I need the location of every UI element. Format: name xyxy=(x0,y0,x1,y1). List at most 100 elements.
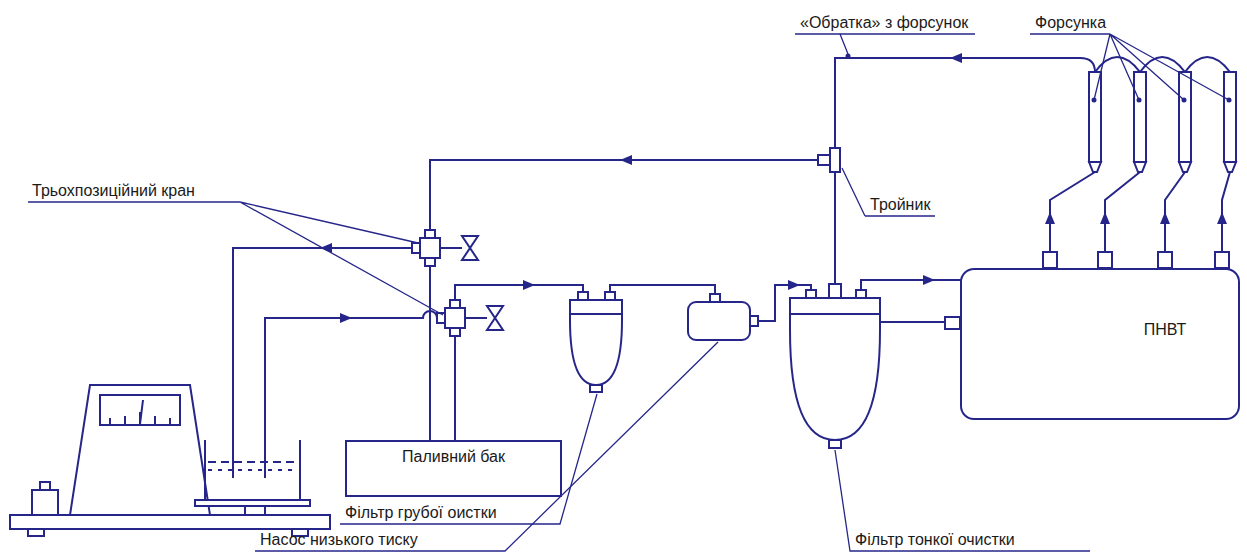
three-way-valve xyxy=(412,230,503,336)
node-text: ПНВТ xyxy=(1144,320,1186,339)
coarse-filter xyxy=(578,292,588,300)
pump-fitting xyxy=(1098,252,1112,268)
callout-label: Форсунка xyxy=(1035,13,1106,32)
injector xyxy=(1134,162,1146,172)
injection-pump: ПНВТ xyxy=(960,268,1240,420)
fuel-pipe xyxy=(455,285,583,308)
flow-arrow xyxy=(1217,212,1227,224)
three-way-valve xyxy=(450,328,460,336)
injector xyxy=(1179,162,1191,172)
leader-dot xyxy=(1227,98,1232,103)
fine-filter xyxy=(790,298,880,440)
flow-arrow xyxy=(1160,212,1170,224)
measuring-beaker xyxy=(205,440,300,500)
weighing-scale xyxy=(40,482,50,490)
three-way-valve xyxy=(465,317,487,319)
low-pressure-pump xyxy=(710,294,720,302)
fine-filter xyxy=(829,284,841,298)
weighing-scale xyxy=(28,529,44,536)
fuel-pipe xyxy=(1050,172,1095,252)
flow-arrow xyxy=(523,280,535,290)
leader-line xyxy=(835,450,1090,551)
pump-fitting xyxy=(1158,252,1172,268)
leader-line xyxy=(255,342,718,551)
fuel-pipe xyxy=(429,266,431,440)
callout-label-holder: Форсунка xyxy=(1035,13,1106,32)
low-pressure-pump xyxy=(688,294,758,340)
fine-filter xyxy=(806,290,816,298)
tee-fitting xyxy=(818,155,830,165)
injector xyxy=(1179,72,1191,162)
three-way-valve xyxy=(487,306,503,330)
leader-line xyxy=(795,34,975,54)
callout-label-holder: Насос низького тиску xyxy=(260,530,418,549)
three-way-valve xyxy=(420,238,440,258)
callout-label: Тройник xyxy=(870,195,930,214)
coarse-filter xyxy=(605,292,615,300)
three-way-valve xyxy=(425,258,435,266)
callout-label: Трьохпозиційний кран xyxy=(32,181,195,200)
callout-label-holder: Фільтр тонкої очистки xyxy=(855,530,1015,549)
weighing-scale xyxy=(10,385,330,536)
tee-fitting xyxy=(830,148,840,172)
callout-label-holder: Трьохпозиційний кран xyxy=(32,181,195,200)
leader-dot xyxy=(846,54,1232,103)
three-way-valve xyxy=(445,308,465,328)
leader-line xyxy=(842,168,935,216)
coarse-filter xyxy=(570,313,622,315)
injector xyxy=(1134,72,1146,162)
measuring-beaker xyxy=(205,440,300,500)
flow-arrow xyxy=(788,280,800,290)
flow-arrow xyxy=(1100,212,1110,224)
weighing-scale xyxy=(100,395,180,425)
fuel-pipe xyxy=(610,285,715,294)
leader-dot xyxy=(1092,98,1097,103)
injector xyxy=(1089,72,1236,172)
leader-dot xyxy=(1137,98,1142,103)
callout-label: Фільтр грубої оистки xyxy=(345,503,497,522)
weighing-scale xyxy=(32,490,58,515)
pump-fitting xyxy=(1043,252,1057,268)
leader-line xyxy=(1030,34,1229,100)
weighing-scale xyxy=(70,385,210,515)
flow-arrow xyxy=(340,313,352,323)
fuel-pipe xyxy=(835,58,1095,148)
callout-label: Фільтр тонкої очистки xyxy=(855,530,1015,549)
fuel-pipe xyxy=(430,160,818,230)
fuel-pipe xyxy=(1222,172,1230,252)
flow-arrow xyxy=(923,275,935,285)
flow-arrow xyxy=(950,53,962,63)
three-way-valve xyxy=(440,247,462,249)
fuel-pipe xyxy=(1105,172,1140,252)
low-pressure-pump xyxy=(688,302,750,340)
fine-filter xyxy=(790,313,880,315)
callout-label: «Обратка» з форсунок xyxy=(800,13,968,32)
fuel-pipe xyxy=(1140,57,1185,72)
fine-filter xyxy=(829,440,841,448)
leader-dot xyxy=(846,54,851,59)
coarse-filter xyxy=(590,385,602,392)
fuel-pipe xyxy=(1165,172,1185,252)
three-way-valve xyxy=(450,300,460,308)
callout-label-holder: Тройник xyxy=(870,195,930,214)
node-text: Паливний бак xyxy=(402,447,505,466)
three-way-valve xyxy=(412,243,420,253)
leader-dot xyxy=(1182,98,1187,103)
callout-label: Насос низького тиску xyxy=(260,530,418,549)
three-way-valve xyxy=(425,230,435,238)
three-way-valve xyxy=(462,236,478,260)
fuel-pipe xyxy=(834,172,836,284)
fine-filter xyxy=(856,290,866,298)
callout-label-holder: «Обратка» з форсунок xyxy=(800,13,968,32)
fuel-pipe xyxy=(1185,57,1230,72)
flow-arrow xyxy=(620,155,632,165)
injector xyxy=(1224,162,1236,172)
injector xyxy=(1224,72,1236,162)
low-pressure-pump xyxy=(750,316,758,326)
fine-filter xyxy=(790,284,880,448)
pump-fitting xyxy=(1215,252,1229,268)
callout-label-holder: Фільтр грубої оистки xyxy=(345,503,497,522)
fuel-tank: Паливний бак xyxy=(345,440,562,497)
leader-line xyxy=(340,394,597,524)
weighing-scale xyxy=(10,515,330,529)
